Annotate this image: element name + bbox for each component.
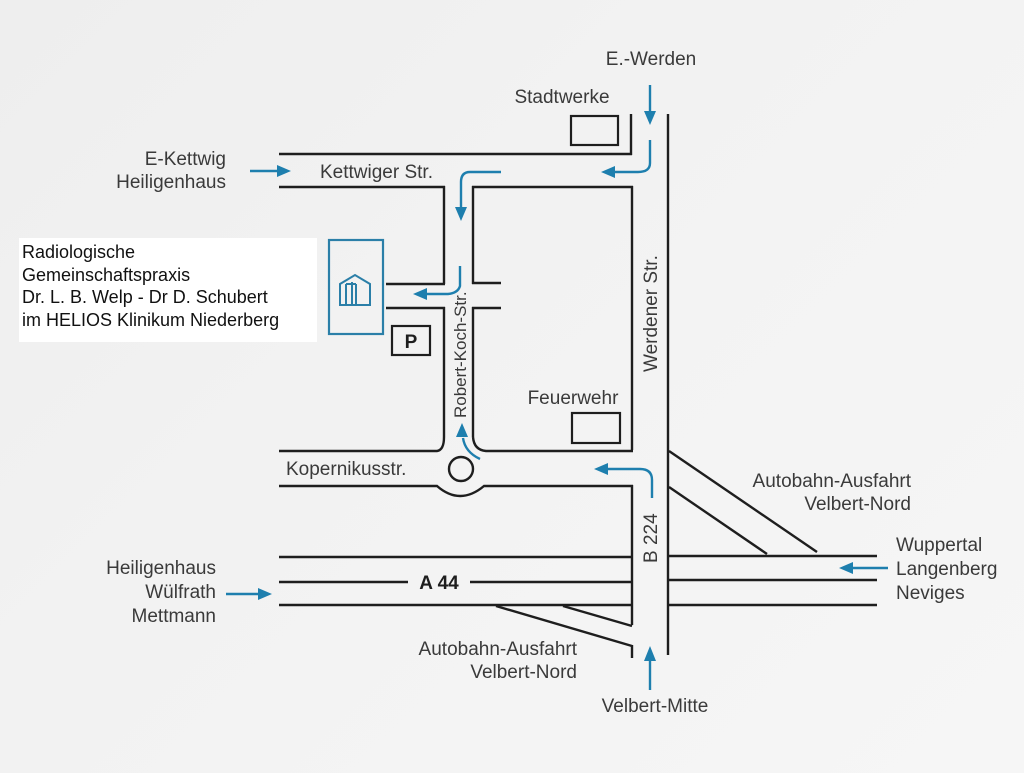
route-clinic-turn — [426, 266, 462, 296]
parking-sign — [390, 324, 432, 357]
label-b224: B 224 — [641, 513, 662, 563]
kopernikus-south-edge — [279, 484, 633, 498]
label-a44: A 44 — [419, 573, 459, 594]
clinic-building — [327, 238, 385, 336]
route-werden-turn — [614, 140, 652, 174]
route-kettwiger-turn — [459, 170, 501, 208]
label-kopernikusstr: Kopernikusstr. — [286, 459, 406, 480]
route-arrows — [226, 85, 888, 690]
map-labels: E.-Werden Stadtwerke E-Kettwig Heiligenh… — [106, 49, 997, 717]
label-robert-koch-str: Robert-Koch-Str. — [451, 291, 470, 418]
label-east-3: Neviges — [896, 583, 965, 604]
label-west-1: Heiligenhaus — [106, 558, 216, 579]
stadtwerke-building — [569, 114, 620, 147]
label-east-2: Langenberg — [896, 559, 997, 580]
label-west-2: Wülfrath — [145, 582, 216, 603]
kopernikus-north-edge-east — [471, 436, 633, 453]
label-west-3: Mettmann — [132, 606, 216, 627]
label-south-exit-2: Velbert-Nord — [470, 662, 577, 683]
arrow-left-icon — [601, 166, 615, 178]
practice-line-4: im HELIOS Klinikum Niederberg — [22, 309, 280, 330]
label-stadtwerke: Stadtwerke — [514, 87, 609, 108]
label-east-1: Wuppertal — [896, 535, 982, 556]
practice-line-1: Radiologische — [22, 242, 136, 262]
route-roundabout-exit — [461, 437, 481, 461]
sw-ramp-inner — [562, 604, 633, 628]
ne-ramp-outer — [668, 450, 818, 553]
sw-ramp-outer — [495, 604, 633, 648]
label-velbert-mitte: Velbert-Mitte — [602, 696, 709, 717]
arrow-left-icon — [839, 562, 853, 574]
arrow-right-icon — [258, 588, 272, 600]
arrow-up-icon — [644, 646, 656, 661]
feuerwehr-building — [570, 411, 622, 445]
buildings: P — [327, 114, 622, 445]
parking-label: P — [405, 332, 418, 353]
label-south-exit-1: Autobahn-Ausfahrt — [419, 639, 578, 660]
label-kettwiger-str: Kettwiger Str. — [320, 162, 433, 183]
label-werden: E.-Werden — [606, 49, 696, 70]
label-werdener-str: Werdener Str. — [641, 255, 662, 372]
practice-info-box: Radiologische Gemeinschaftspraxis Dr. L.… — [19, 238, 317, 342]
practice-line-2: Gemeinschaftspraxis — [22, 264, 191, 285]
practice-line-3: Dr. L. B. Welp - Dr D. Schubert — [22, 287, 268, 307]
route-b224-turn — [608, 467, 654, 498]
label-kettwig-1: E-Kettwig — [145, 149, 226, 170]
arrow-down-icon — [455, 207, 467, 221]
label-north-exit-1: Autobahn-Ausfahrt — [753, 471, 912, 492]
hospital-building-icon — [339, 273, 371, 306]
roundabout — [447, 455, 475, 483]
arrow-down-icon — [644, 111, 656, 125]
arrow-left-icon — [594, 463, 608, 475]
ne-ramp-inner — [668, 486, 768, 555]
label-kettwig-2: Heiligenhaus — [116, 172, 226, 193]
label-feuerwehr: Feuerwehr — [528, 388, 619, 409]
arrow-left-icon — [413, 288, 427, 300]
kopernikus-north-edge — [279, 436, 446, 453]
arrow-up-icon — [456, 423, 468, 437]
road-network — [279, 114, 877, 658]
label-north-exit-2: Velbert-Nord — [804, 494, 911, 515]
arrow-right-icon — [277, 165, 291, 177]
